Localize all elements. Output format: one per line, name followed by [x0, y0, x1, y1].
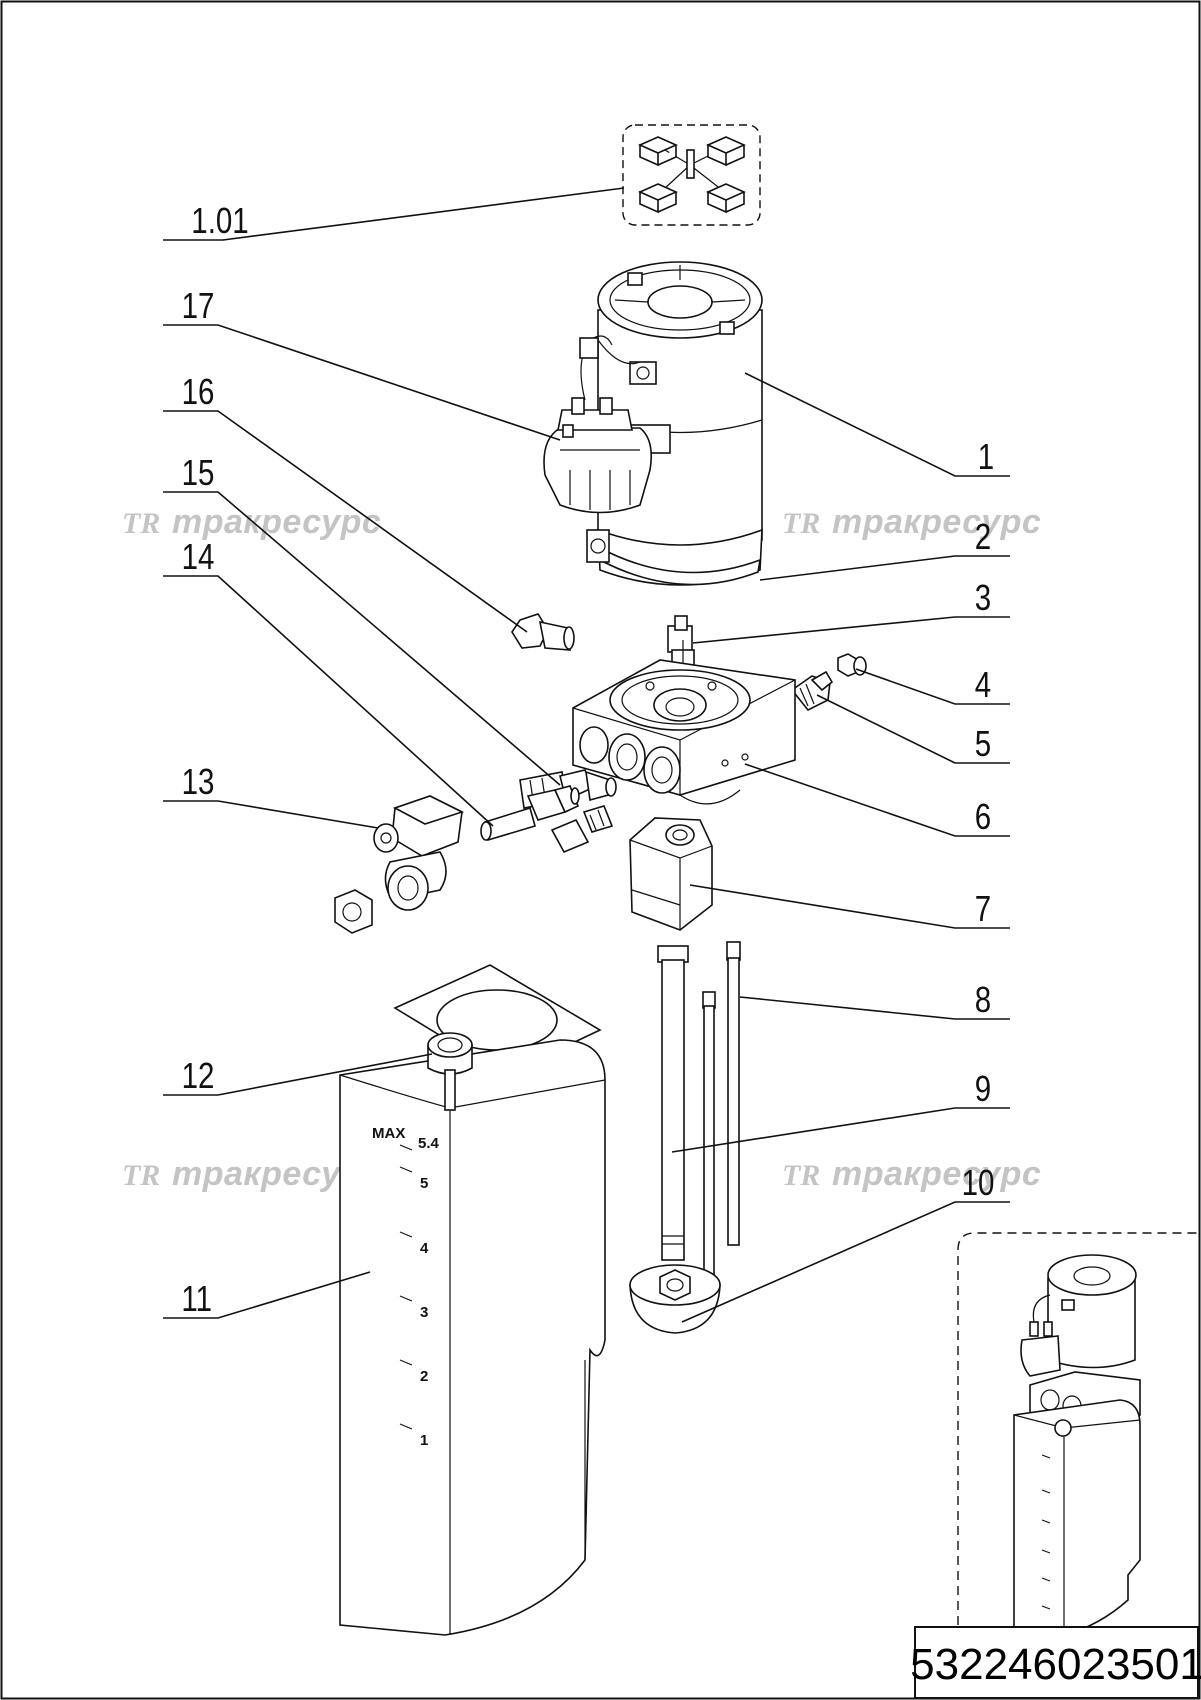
- return-tube-part: [702, 941, 741, 1287]
- tank-scale-3: 3: [420, 1304, 428, 1321]
- callout-1: 1: [978, 436, 994, 476]
- callout-13: 13: [182, 761, 215, 801]
- svg-text:TR: TR: [782, 1159, 820, 1192]
- solenoid-coil-part: [334, 795, 465, 934]
- callout-4: 4: [975, 664, 991, 704]
- svg-text:TR: TR: [122, 507, 160, 540]
- watermark-top-right: TR тракресурс: [782, 503, 1041, 541]
- callout-15: 15: [182, 452, 215, 492]
- relief-valve-fitting-part: [790, 670, 834, 712]
- tank-scale-5: 5: [420, 1175, 428, 1192]
- svg-text:TR: TR: [122, 1159, 160, 1192]
- watermark-top-left: TR тракресурс: [122, 503, 381, 541]
- callout-12: 12: [182, 1055, 215, 1095]
- callout-14: 14: [182, 536, 215, 576]
- watermark-bottom-right: TR тракресурс: [782, 1155, 1041, 1193]
- svg-text:TR: TR: [782, 507, 820, 540]
- suction-tube-part: [657, 945, 689, 1261]
- svg-text:тракресурс: тракресурс: [832, 1155, 1041, 1193]
- starter-relay-part: [543, 335, 653, 514]
- callout-7: 7: [975, 888, 991, 928]
- callout-5: 5: [975, 723, 991, 763]
- callout-9: 9: [975, 1068, 991, 1108]
- svg-text:тракресурс: тракресурс: [832, 503, 1041, 541]
- gear-pump-part: [629, 817, 713, 931]
- drawing-number-box: [914, 1626, 1199, 1699]
- hose-clamp-part: [586, 529, 762, 586]
- pressure-valve-part: [550, 805, 614, 854]
- tank-scale-1: 1: [420, 1432, 428, 1449]
- callout-3: 3: [975, 577, 991, 617]
- callout-17: 17: [182, 285, 215, 325]
- assembled-unit-icon: [957, 1232, 1198, 1636]
- check-valve-part: [511, 613, 575, 651]
- plug-part: [837, 653, 867, 677]
- callout-11: 11: [181, 1278, 212, 1318]
- tank-max-label: MAX: [372, 1125, 405, 1142]
- drawing-number: 532246023501: [910, 1640, 1201, 1689]
- leader-lines: [163, 187, 1010, 1323]
- valve-block-part: [572, 659, 796, 805]
- svg-text:тракресурс: тракресурс: [172, 503, 381, 541]
- callout-1-01: 1.01: [191, 200, 248, 240]
- tank-scale-4: 4: [420, 1240, 429, 1257]
- callout-6: 6: [975, 796, 991, 836]
- callout-10: 10: [962, 1162, 995, 1202]
- callout-8: 8: [975, 979, 991, 1019]
- filler-cap-part: [427, 1032, 473, 1111]
- brush-set-part: [622, 124, 761, 226]
- callout-16: 16: [182, 371, 215, 411]
- oil-tank-part: MAX 5.4 5 4 3 2 1: [339, 964, 606, 1636]
- tank-max-value: 5.4: [418, 1135, 440, 1152]
- solenoid-valve-cartridge-part: [480, 785, 580, 842]
- callout-2: 2: [975, 516, 991, 556]
- tank-scale-2: 2: [420, 1368, 428, 1385]
- suction-filter-part: [629, 1264, 721, 1334]
